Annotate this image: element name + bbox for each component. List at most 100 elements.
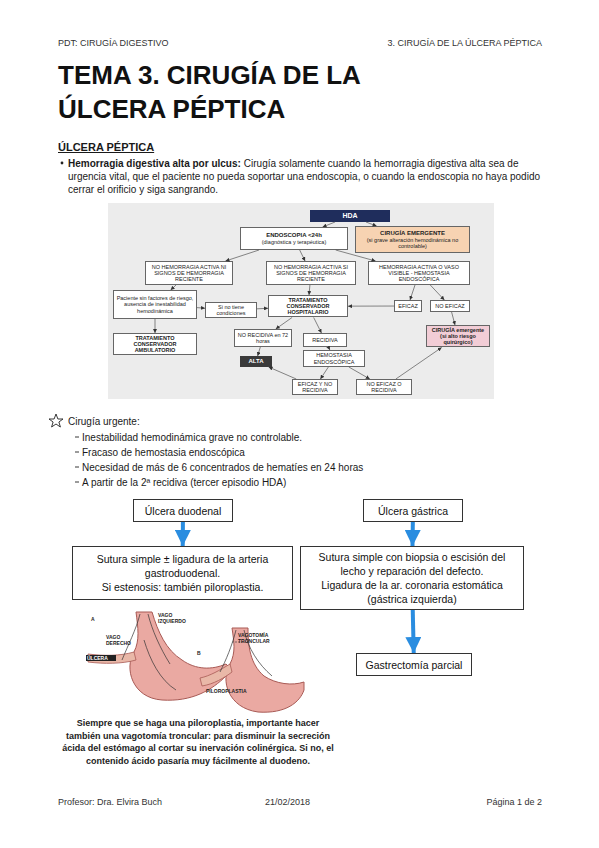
- process-box: NO EFICAZ: [430, 300, 470, 312]
- connector: [269, 367, 297, 379]
- connector: [276, 317, 292, 329]
- text-label: Cirugía urgente:: [68, 415, 368, 428]
- bullet-paragraph: Hemorragia digestiva alta por ulcus:Ciru…: [68, 157, 542, 196]
- node-text: NO HEMORRAGIA ACTIVA NI SIGNOS DE HEMORR…: [148, 264, 230, 282]
- connector: [320, 367, 328, 379]
- node-text: Sutura simple con biopsia o escisión del…: [305, 550, 519, 578]
- text-label: A partir de la 2ª recidiva (tercer episo…: [82, 476, 502, 489]
- node-text: HDA: [342, 212, 357, 220]
- dash: [75, 482, 79, 483]
- node-text: Si no tiene condiciones: [208, 304, 254, 316]
- text-label: Inestabilidad hemodinámica grave no cont…: [82, 431, 502, 444]
- node-text: EFICAZ: [398, 303, 418, 309]
- connector: [452, 312, 455, 325]
- page-title: TEMA 3. CIRUGÍA DE LA ÚLCERA PÉPTICA: [58, 58, 438, 126]
- node-text: ENDOSCOPIA <24h: [266, 232, 322, 239]
- text-label: B: [197, 650, 207, 656]
- node-text: HEMORRAGIA ACTIVA O VASO VISIBLE - HEMOS…: [371, 264, 467, 282]
- text-label: 21/02/2018: [265, 797, 345, 808]
- flow-arrow: [410, 522, 414, 546]
- process-box: Paciente sin factores de riesgo, ausenci…: [113, 290, 197, 319]
- paragraph-text: Hemorragia digestiva alta por ulcus:: [68, 158, 241, 169]
- process-box: ALTA: [240, 356, 272, 367]
- node-text: CIRUGÍA emergente (si alto riesgo quirúr…: [429, 327, 487, 345]
- connector: [197, 307, 205, 309]
- process-box: ENDOSCOPIA <24h(diagnóstica y terapéutic…: [240, 227, 348, 250]
- text-label: PDT: CIRUGÍA DIGESTIVO: [58, 38, 308, 49]
- dash: [75, 437, 79, 438]
- connector: [155, 319, 156, 333]
- connector: [430, 285, 444, 300]
- flow-arrow: [181, 522, 185, 546]
- process-box: HDA: [310, 210, 390, 222]
- node-text: Si estenosis: también piloroplastia.: [102, 580, 264, 594]
- connector: [257, 308, 268, 310]
- node-text: Úlcera duodenal: [145, 504, 221, 518]
- text-label: VAGO IZQUIERDO: [158, 612, 192, 624]
- node-text: NO HEMORRAGIA ACTIVA SI SIGNOS DE HEMORR…: [269, 264, 353, 282]
- text-label: ÚLCERA: [86, 655, 116, 661]
- node-text: NO RECIDIVA en 72 horas: [237, 332, 289, 344]
- connector: [258, 347, 261, 356]
- text-label: Página 1 de 2: [420, 797, 542, 808]
- text-label: Profesor: Dra. Elvira Buch: [58, 797, 258, 808]
- process-box: EFICAZ Y NO RECIDIVA: [292, 379, 338, 395]
- connector: [314, 317, 322, 333]
- text-label: 3. CIRUGÍA DE LA ÚLCERA PÉPTICA: [300, 38, 542, 49]
- flowchart-background: [108, 203, 494, 399]
- node-text: Gastrectomía parcial: [366, 658, 463, 672]
- process-box: HEMOSTASIA ENDOSCÓPICA: [303, 350, 365, 367]
- process-box: NO HEMORRAGIA ACTIVA SI SIGNOS DE HEMORR…: [266, 261, 356, 285]
- stomach-illustration: [88, 612, 304, 712]
- flow-arrow: [411, 610, 416, 653]
- bullet: [61, 162, 64, 165]
- node-text: ALTA: [248, 358, 263, 365]
- text-label: Necesidad de más de 6 concentrados de he…: [82, 461, 502, 474]
- node-text: Ligadura de la ar. coronaria estomática …: [305, 578, 519, 606]
- connector: [300, 250, 305, 261]
- node-text: CIRUGÍA EMERGENTE: [380, 230, 445, 237]
- node-text: Paciente sin factores de riesgo, ausenci…: [116, 295, 194, 313]
- process-box: TRATAMIENTO CONSERVADOR HOSPITALARIO: [268, 295, 348, 317]
- node-text: (si grave alteración hemodinámica no con…: [358, 237, 467, 249]
- process-box: TRATAMIENTO CONSERVADOR AMBULATORIO: [113, 333, 197, 355]
- process-box: CIRUGÍA EMERGENTE(si grave alteración he…: [355, 226, 470, 253]
- node-text: (diagnóstica y terapéutica): [262, 239, 327, 245]
- node-text: TRATAMIENTO CONSERVADOR HOSPITALARIO: [271, 297, 345, 315]
- connector: [410, 285, 415, 300]
- process-box: Úlcera duodenal: [133, 499, 233, 522]
- process-box: NO RECIDIVA en 72 horas: [234, 329, 292, 347]
- process-box: Úlcera gástrica: [363, 499, 463, 522]
- star-symbol: [49, 414, 63, 427]
- node-text: NO EFICAZ O RECIDIVA: [359, 381, 409, 393]
- node-text: Úlcera gástrica: [378, 504, 448, 518]
- node-text: NO EFICAZ: [435, 303, 464, 309]
- node-text: RECIDIVA: [312, 337, 338, 343]
- connector: [309, 285, 311, 295]
- process-box: EFICAZ: [394, 300, 422, 312]
- node-text: TRATAMIENTO CONSERVADOR AMBULATORIO: [116, 335, 194, 353]
- process-box: NO EFICAZ O RECIDIVA: [356, 379, 412, 395]
- dash: [75, 452, 79, 453]
- connector: [348, 306, 394, 307]
- connector: [396, 347, 442, 379]
- connector: [226, 250, 259, 261]
- process-box: RECIDIVA: [303, 333, 347, 347]
- process-box: Sutura simple ± ligadura de la arteria g…: [72, 546, 293, 600]
- text-label: VAGO DERECHO: [106, 634, 134, 646]
- text-label: Fracaso de hemostasia endoscópica: [82, 446, 502, 459]
- text-label: A: [91, 616, 101, 622]
- connector: [349, 367, 370, 379]
- text-label: ÚLCERA PÉPTICA: [58, 141, 258, 154]
- process-box: Si no tiene condiciones: [205, 302, 257, 318]
- process-box: Sutura simple con biopsia o escisión del…: [300, 546, 524, 610]
- node-text: HEMOSTASIA ENDOSCÓPICA: [306, 352, 362, 364]
- text-label: VAGOTOMÍA TRONCULAR: [238, 632, 278, 644]
- node-text: Sutura simple ± ligadura de la arteria g…: [77, 552, 288, 580]
- node-text: EFICAZ Y NO RECIDIVA: [295, 381, 335, 393]
- text-label: PILOROPLASTIA: [206, 688, 261, 694]
- text-label: Siempre que se haga una piloroplastia, i…: [60, 717, 336, 767]
- process-box: HEMORRAGIA ACTIVA O VASO VISIBLE - HEMOS…: [368, 261, 470, 285]
- process-box: NO HEMORRAGIA ACTIVA NI SIGNOS DE HEMORR…: [145, 261, 233, 285]
